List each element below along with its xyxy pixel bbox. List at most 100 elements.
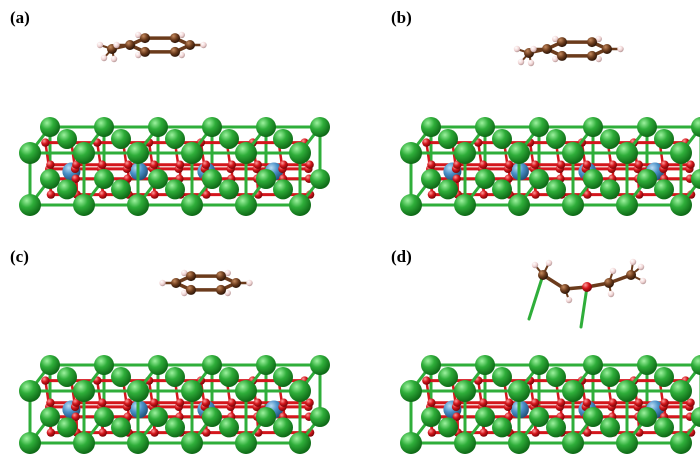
carbon-atom [186,284,196,295]
calcium-atom [583,169,603,189]
calcium-atom [546,417,566,438]
calcium-atom [691,407,700,427]
calcium-atom [19,142,41,164]
carbon-atom [170,33,180,44]
carbon-atom [542,44,552,54]
calcium-atom [235,194,257,216]
carbon-atom [538,270,548,280]
calcium-atom [57,366,77,387]
hydrogen-atom [595,35,602,43]
oxygen-atom [305,160,314,169]
calcium-atom [492,417,512,438]
calcium-atom [94,117,114,137]
calcium-atom [562,380,584,402]
oxygen-atom [427,428,437,437]
calcium-atom [438,128,458,149]
calcium-atom [616,194,638,216]
calcium-atom [600,179,620,200]
oxygen-atom [531,190,540,199]
oxygen-atom [72,160,81,169]
calcium-atom [127,194,149,216]
carbon-atom [557,37,567,48]
calcium-atom [273,417,293,438]
oxygen-atom [582,160,592,169]
calcium-atom [637,407,657,427]
oxygen-atom [479,190,488,199]
oxygen-atom [227,398,237,407]
calcium-atom [546,128,566,149]
calcium-atom [637,117,657,137]
oxygen-atom [634,160,643,169]
adsorbed-molecule [513,35,624,67]
carbon-atom [186,271,196,282]
calcium-atom [475,169,495,189]
carbon-atom [216,284,226,295]
calcium-atom [57,128,77,149]
calcium-atom [400,142,422,164]
calcium-atom [529,407,549,427]
oxygen-atom [608,398,618,407]
calcium-atom [562,142,584,164]
calcium-atom [508,142,530,164]
oxygen-atom [149,160,159,169]
calcium-atom [256,355,276,375]
calcium-atom [289,380,311,402]
oxygen-atom [452,412,461,421]
calcium-atom [73,194,95,216]
oxygen-atom [634,398,643,407]
oxygen-atom [556,160,566,169]
adsorbed-molecule [527,258,647,329]
calcium-atom [400,194,422,216]
calcium-atom [127,380,149,402]
calcium-atom [40,355,60,375]
panel-b [400,35,700,216]
calcium-atom [235,432,257,454]
oxygen-atom [41,138,50,147]
hydrogen-atom [609,267,617,275]
calcium-atom [256,169,276,189]
oxygen-atom [305,398,314,407]
panel-d [400,258,700,454]
oxygen-atom [202,190,211,199]
oxygen-atom [452,174,461,183]
hydrogen-atom [200,41,207,49]
calcium-atom [219,128,239,149]
carbon-atom [216,271,226,282]
oxygen-atom [202,428,211,437]
oxygen-atom [504,398,514,407]
hydrogen-atom [113,41,120,49]
oxygen-atom [660,160,669,169]
hydrogen-atom [617,45,624,53]
oxygen-atom [582,282,592,292]
oxygen-atom [530,160,540,169]
calcium-atom [670,142,692,164]
calcium-atom [600,128,620,149]
hydrogen-atom [565,296,573,304]
calcium-atom [454,194,476,216]
panel-d-label: (d) [391,247,412,266]
calcium-atom [273,128,293,149]
hydrogen-atom [531,261,539,269]
oxygen-atom [686,398,695,407]
oxygen-atom [279,160,288,169]
calcium-atom [94,407,114,427]
oxygen-atom [530,398,540,407]
calcium-atom [616,142,638,164]
calcium-atom [670,194,692,216]
calcium-atom [202,169,222,189]
hydrogen-atom [527,59,535,67]
calcium-atom [181,380,203,402]
hydrogen-atom [246,279,253,287]
carbon-atom [185,40,195,50]
calcium-atom [148,117,168,137]
calcium-atom [508,432,530,454]
calcium-atom [529,117,549,137]
calcium-atom [421,169,441,189]
calcium-atom [492,179,512,200]
oxygen-atom [201,398,211,407]
oxygen-atom [427,190,437,199]
calcium-atom [165,128,185,149]
calcium-atom [165,366,185,387]
oxygen-atom [149,398,159,407]
